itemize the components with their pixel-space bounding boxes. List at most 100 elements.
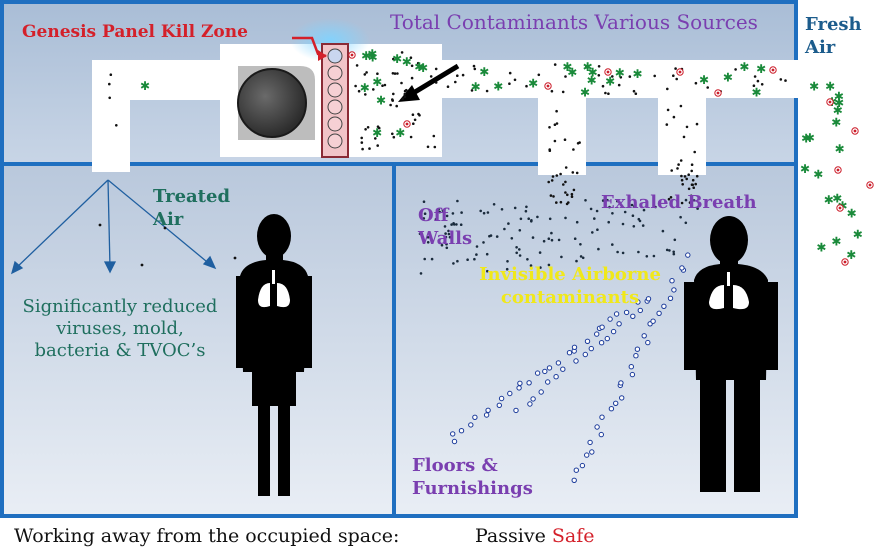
- mold-particle: ✱: [805, 131, 815, 145]
- floor-particle: [656, 310, 662, 316]
- dust-particle: [665, 123, 669, 126]
- floor-particle: [628, 364, 634, 370]
- virus-particle-core: [838, 206, 842, 210]
- exhaled-particle: [531, 236, 535, 239]
- dust-particle: [391, 98, 394, 101]
- dust-particle: [690, 169, 693, 173]
- floor-particle: [587, 439, 593, 446]
- floor-particle: [589, 449, 595, 455]
- floor-particle: [584, 338, 591, 344]
- exhaled-particle: [684, 198, 688, 202]
- exhaled-particle: [445, 242, 448, 246]
- mold-particle: ✱: [392, 52, 402, 66]
- mold-particle: ✱: [847, 207, 857, 221]
- exhaled-particle: [456, 259, 459, 263]
- dust-particle: [675, 77, 678, 81]
- exhaled-breath-label: Exhaled Breath: [601, 192, 757, 213]
- exhaled-particle: [547, 263, 551, 267]
- exhaled-particle: [641, 224, 645, 227]
- dust-particle: [413, 118, 417, 122]
- dust-particle: [681, 183, 684, 186]
- mold-particle: ✱: [809, 80, 819, 94]
- exhaled-particle: [524, 209, 528, 213]
- dust-particle: [679, 159, 683, 162]
- mold-particle: ✱: [834, 96, 844, 110]
- dust-particle: [784, 79, 787, 82]
- dust-particle: [140, 263, 144, 267]
- footer-passive: Passive: [475, 525, 546, 547]
- dust-particle: [401, 97, 404, 100]
- floor-particle: [584, 452, 590, 458]
- floor-particle: [579, 462, 586, 469]
- dust-particle: [525, 84, 528, 88]
- dust-particle: [604, 91, 607, 95]
- exhaled-particle: [444, 232, 447, 235]
- dust-particle: [392, 57, 395, 61]
- dust-particle: [432, 134, 436, 138]
- floor-particle: [650, 318, 656, 324]
- floor-particle: [545, 379, 551, 385]
- floor-particle: [560, 366, 566, 372]
- virus-particle-core: [843, 260, 847, 264]
- exhaled-particle: [584, 199, 587, 202]
- dust-particle: [682, 135, 686, 139]
- dust-particle: [403, 95, 407, 99]
- mold-particle: ✱: [833, 103, 843, 117]
- virus-particle-core: [836, 168, 840, 172]
- treated-air-arrows: [10, 179, 217, 275]
- dust-particle: [706, 86, 709, 89]
- dust-particle: [547, 180, 550, 184]
- exhaled-particle: [596, 228, 599, 231]
- exhaled-particle: [589, 207, 593, 211]
- floor-particle: [623, 309, 630, 316]
- exhaled-particle: [418, 232, 422, 236]
- floor-particle: [571, 477, 577, 483]
- off-walls-label: Off Walls: [418, 205, 473, 249]
- exhaled-particle: [443, 225, 447, 228]
- exhaled-particle: [560, 255, 563, 259]
- dust-particle: [575, 171, 579, 175]
- floor-particle: [616, 321, 622, 327]
- dust-particle: [365, 71, 368, 74]
- dust-particle: [570, 192, 574, 196]
- dust-particle: [364, 93, 367, 96]
- dust-particle: [376, 125, 380, 128]
- floor-particle: [516, 385, 522, 391]
- dust-particle: [672, 115, 676, 119]
- exhaled-particle: [460, 211, 463, 214]
- dust-particle: [98, 223, 102, 227]
- dust-particle: [363, 73, 367, 76]
- dust-particle: [508, 82, 511, 85]
- floor-particle: [513, 407, 519, 414]
- dust-particle: [405, 88, 408, 92]
- exhaled-particle: [486, 211, 490, 214]
- exhaled-particle: [482, 269, 486, 273]
- exhaled-particle: [527, 217, 530, 220]
- dust-particle: [115, 124, 118, 127]
- dust-particle: [473, 67, 477, 71]
- virus-particle-core: [828, 100, 832, 104]
- exhaled-particle: [616, 199, 619, 203]
- exhaled-particle: [673, 238, 677, 242]
- exhaled-particle: [423, 212, 427, 215]
- dust-particle: [756, 79, 760, 83]
- mold-particle: ✱: [583, 60, 593, 74]
- kill-zone-glow: [290, 18, 370, 62]
- floor-particle: [588, 345, 594, 352]
- exhaled-particle: [495, 235, 499, 238]
- mold-particle: ✱: [367, 47, 377, 61]
- floor-particle: [669, 278, 675, 284]
- exhaled-particle: [579, 255, 583, 258]
- exhaled-particle: [684, 221, 688, 225]
- exhaled-particle: [434, 218, 438, 221]
- mold-particle: ✱: [372, 126, 382, 140]
- mold-particle: ✱: [835, 142, 845, 156]
- dust-particle: [429, 75, 433, 78]
- mold-particle: ✱: [605, 75, 615, 89]
- exhaled-particle: [593, 217, 596, 220]
- kill-zone-arrowhead-icon: [318, 50, 327, 61]
- dust-particle: [410, 76, 414, 80]
- exhaled-particle: [692, 199, 696, 202]
- floor-particle: [629, 371, 636, 378]
- reduced-contaminants-label: Significantly reduced viruses, mold, bac…: [22, 296, 218, 361]
